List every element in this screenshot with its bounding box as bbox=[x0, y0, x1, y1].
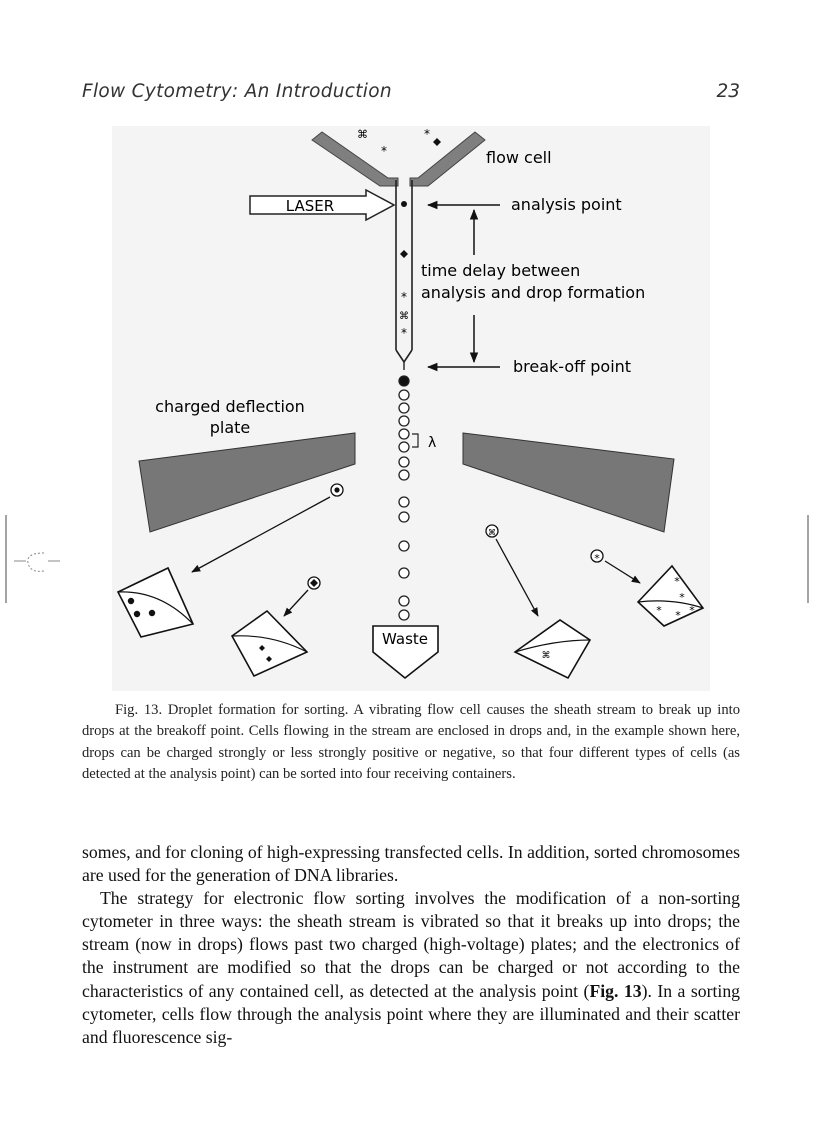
droplet bbox=[398, 595, 410, 607]
dot-particle-icon bbox=[334, 487, 340, 493]
diamond-particle-icon bbox=[400, 250, 408, 258]
break-off-label: break-off point bbox=[513, 357, 631, 376]
deflection-plate-label: plate bbox=[210, 418, 251, 437]
container-center-left bbox=[230, 609, 309, 678]
droplet-charged bbox=[398, 375, 410, 387]
trajectory-arrow bbox=[495, 538, 539, 617]
deflection-plate-left bbox=[138, 432, 356, 533]
container-far-left bbox=[116, 566, 195, 638]
registration-mark-right bbox=[807, 515, 809, 603]
body-text: somes, and for cloning of high-expressin… bbox=[82, 841, 740, 1049]
wavelength-bracket bbox=[412, 433, 419, 448]
star-symbol-icon: * bbox=[381, 144, 387, 158]
droplet bbox=[398, 456, 410, 468]
star-symbol-icon: * bbox=[679, 591, 685, 604]
container-far-right: * * * * * bbox=[636, 564, 705, 627]
droplet bbox=[398, 415, 410, 427]
diamond-particle-icon bbox=[433, 138, 441, 146]
diamond-particle-icon bbox=[310, 579, 318, 587]
figure-reference-link[interactable]: Fig. 13 bbox=[589, 980, 642, 1001]
figure-caption: Fig. 13. Droplet formation for sorting. … bbox=[82, 700, 740, 786]
flow-cell-label: flow cell bbox=[486, 148, 552, 167]
figure-caption-text: Fig. 13. Droplet formation for sorting. … bbox=[82, 702, 740, 783]
command-symbol-icon: ⌘ bbox=[399, 311, 409, 322]
command-symbol-icon: ⌘ bbox=[357, 128, 368, 141]
deflected-droplet bbox=[590, 549, 604, 563]
analysis-point-label: analysis point bbox=[511, 195, 622, 214]
trajectory-arrow bbox=[604, 560, 641, 584]
container-center-right: ⌘ bbox=[513, 619, 592, 680]
body-text-span: ). In a sorting cytometer, cells flow th… bbox=[82, 980, 741, 1047]
dot-particle-icon bbox=[401, 201, 407, 207]
command-symbol-icon: ⌘ bbox=[542, 651, 551, 661]
body-paragraph: The strategy for electronic flow sorting… bbox=[82, 887, 740, 1049]
trajectory-arrow bbox=[191, 496, 331, 573]
wavelength-label: λ bbox=[428, 435, 436, 451]
droplet bbox=[398, 441, 410, 453]
trajectory-arrow bbox=[283, 589, 309, 617]
star-symbol-icon: * bbox=[656, 604, 662, 617]
droplet bbox=[398, 469, 410, 481]
droplet-sorting-figure: ⌘ * * * ⌘ * LASER flow cell analysis poi… bbox=[112, 126, 710, 691]
waste-label: Waste bbox=[382, 630, 428, 648]
time-delay-label: analysis and drop formation bbox=[421, 283, 645, 302]
star-symbol-icon: * bbox=[401, 290, 407, 304]
droplet bbox=[398, 428, 410, 440]
body-text-span: The strategy for electronic flow sorting… bbox=[82, 888, 740, 1001]
droplet bbox=[398, 511, 410, 523]
star-symbol-icon: * bbox=[675, 609, 681, 622]
deflection-plate-right bbox=[462, 432, 675, 533]
droplet bbox=[398, 540, 410, 552]
time-delay-label: time delay between bbox=[421, 261, 580, 280]
deflection-plate-label: charged deflection bbox=[155, 397, 305, 416]
deflected-droplet bbox=[485, 524, 499, 538]
star-symbol-icon: * bbox=[401, 326, 407, 340]
droplet bbox=[398, 609, 410, 621]
droplet bbox=[398, 402, 410, 414]
droplet bbox=[398, 496, 410, 508]
running-header-title: Flow Cytometry: An Introduction bbox=[82, 81, 392, 102]
laser-label: LASER bbox=[286, 197, 334, 215]
droplet bbox=[398, 389, 410, 401]
command-symbol-icon: ⌘ bbox=[488, 528, 496, 537]
star-symbol-icon: * bbox=[594, 552, 600, 565]
star-symbol-icon: * bbox=[674, 575, 680, 588]
star-symbol-icon: * bbox=[689, 604, 695, 617]
laser-arrow bbox=[249, 188, 396, 222]
droplet bbox=[398, 567, 410, 579]
waste-container: Waste bbox=[372, 625, 439, 680]
page-number: 23 bbox=[716, 81, 740, 102]
flow-cell bbox=[311, 131, 486, 187]
star-symbol-icon: * bbox=[424, 127, 430, 141]
figure-background bbox=[112, 126, 710, 691]
body-paragraph: somes, and for cloning of high-expressin… bbox=[82, 842, 740, 886]
droplet-stream bbox=[398, 375, 410, 621]
registration-mark-left bbox=[5, 515, 60, 603]
